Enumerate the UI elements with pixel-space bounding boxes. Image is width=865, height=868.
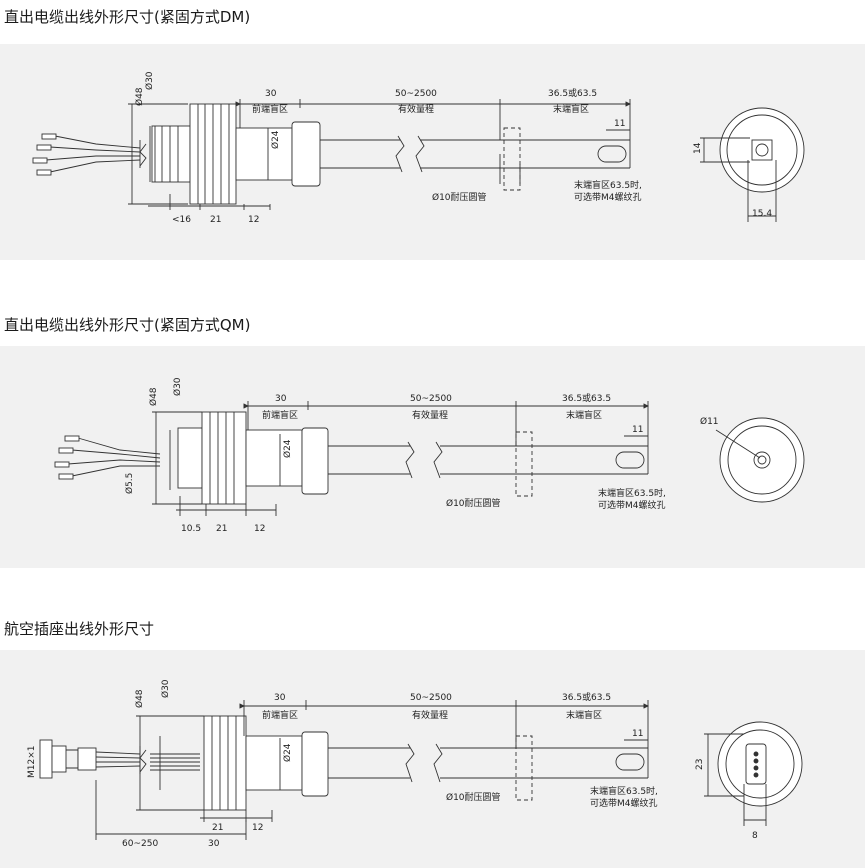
dim-dia24: Ø24 [270,130,281,149]
sensor-body [203,715,247,811]
dim-front-len: 30 [274,693,286,703]
dim-front-len: 30 [275,394,287,404]
dim-flange-len: 12 [252,823,263,833]
dim-dia30: Ø30 [144,71,155,90]
cable-wires [95,746,200,774]
dim-effective-len: 50~2500 [410,693,452,703]
section-title: 直出电缆出线外形尺寸(紧固方式DM) [4,8,251,26]
cable-wires [32,133,147,176]
label-front: 前端盲区 [262,709,298,721]
dim-hole-len: 11 [632,425,643,435]
dim-dia48: Ø48 [148,387,159,406]
label-tube: Ø10耐压圆管 [446,497,501,509]
dim-cable-len: 60~250 [122,839,158,849]
magnet-flange [301,427,329,495]
dim-effective-len: 50~2500 [395,89,437,99]
note-line1: 末端盲区63.5时, [590,785,658,797]
dim-end-width: 15.4 [752,209,772,219]
label-tube: Ø10耐压圆管 [432,191,487,203]
dim-cable-len: 10.5 [181,524,201,534]
dim-hole-len: 11 [632,729,643,739]
dim-front-len: 30 [265,89,277,99]
dim-dia48: Ø48 [134,689,145,708]
dim-end-dia: Ø11 [700,416,719,427]
drawing-qm: Ø48 Ø30 30 前端盲区 50~2500 有效量程 36.5或63.5 末… [54,377,805,534]
dim-body-len: 21 [210,215,221,225]
dim-dia24: Ø24 [282,439,293,458]
label-tube: Ø10耐压圆管 [446,791,501,803]
dim-dia30: Ø30 [160,679,171,698]
dim-end-height: 23 [695,759,705,770]
dim-hole-len: 11 [614,119,625,129]
dim-flange-len: 12 [248,215,259,225]
dim-end-width: 8 [752,831,758,841]
label-effective: 有效量程 [412,709,448,721]
dim-flange-len: 12 [254,524,265,534]
dim-body-len: 21 [216,524,227,534]
drawing-panel-dm: Ø48 Ø30 30 前端盲区 50~2500 有效量程 36.5或63.5 末… [0,44,865,260]
dim-dia30: Ø30 [172,377,183,396]
note-line1: 末端盲区63.5时, [598,487,666,499]
label-effective: 有效量程 [412,409,448,421]
dim-end-height: 14 [693,142,703,154]
drawing-panel-qm: Ø48 Ø30 30 前端盲区 50~2500 有效量程 36.5或63.5 末… [0,346,865,568]
dim-base-len: 30 [208,839,220,849]
dim-dia48: Ø48 [134,87,145,106]
label-end: 末端盲区 [553,103,589,115]
drawing-aviation: Ø48 Ø30 30 前端盲区 50~2500 有效量程 36.5或63.5 末… [27,679,803,849]
label-effective: 有效量程 [398,103,434,115]
note-line2: 可选带M4螺纹孔 [574,191,642,203]
sensor-body [201,411,247,505]
dim-body-len: 21 [212,823,223,833]
section-title: 直出电缆出线外形尺寸(紧固方式QM) [4,316,251,334]
dim-end-len: 36.5或63.5 [562,691,611,703]
drawing-dm: Ø48 Ø30 30 前端盲区 50~2500 有效量程 36.5或63.5 末… [32,71,805,225]
dim-end-len: 36.5或63.5 [548,87,597,99]
dim-dia24: Ø24 [282,743,293,762]
magnet-flange [301,731,329,797]
label-end: 末端盲区 [566,409,602,421]
dim-end-len: 36.5或63.5 [562,392,611,404]
label-end: 末端盲区 [566,709,602,721]
dim-dia55: Ø5.5 [124,473,135,494]
magnet-flange [291,121,321,187]
section-title: 航空插座出线外形尺寸 [4,620,155,638]
cable-wires [54,435,161,480]
end-view [719,417,805,503]
drawing-panel-aviation: Ø48 Ø30 30 前端盲区 50~2500 有效量程 36.5或63.5 末… [0,650,865,868]
dim-thread: M12×1 [27,746,37,778]
label-front: 前端盲区 [262,409,298,421]
note-line2: 可选带M4螺纹孔 [590,797,658,809]
aviation-connector [39,739,53,779]
dim-effective-len: 50~2500 [410,394,452,404]
note-line1: 末端盲区63.5时, [574,179,642,191]
note-line2: 可选带M4螺纹孔 [598,499,666,511]
dim-cable-len: <16 [172,215,191,225]
label-front: 前端盲区 [252,103,288,115]
